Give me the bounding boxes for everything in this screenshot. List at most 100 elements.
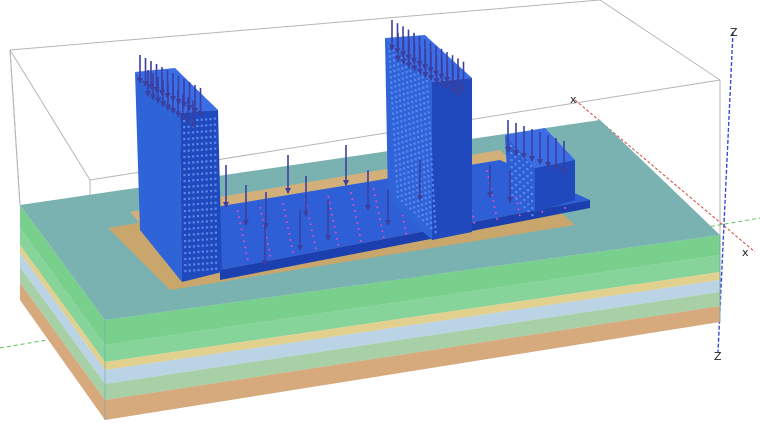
window [187, 173, 190, 176]
load-arrow-head [365, 205, 371, 211]
window [418, 151, 421, 154]
window [394, 90, 397, 93]
window [408, 191, 411, 195]
window [519, 202, 522, 205]
window [410, 159, 413, 162]
window [412, 126, 415, 130]
window [214, 249, 218, 252]
window [514, 170, 517, 173]
window [400, 189, 403, 192]
window [530, 172, 533, 175]
window [424, 123, 427, 126]
window [397, 147, 401, 150]
window [431, 184, 434, 187]
window [214, 195, 217, 198]
window [394, 95, 398, 98]
window [395, 111, 398, 114]
window [196, 148, 199, 152]
window [183, 162, 186, 165]
window [418, 98, 422, 101]
window [410, 164, 413, 167]
window [397, 132, 400, 135]
window [408, 117, 411, 120]
load-arrow-head [417, 68, 423, 75]
window [394, 149, 397, 152]
window [397, 63, 400, 66]
load-arrow-head [395, 56, 401, 62]
window [424, 197, 427, 200]
window [418, 82, 421, 85]
window [214, 153, 217, 156]
window [390, 91, 393, 94]
window [432, 194, 435, 197]
window [201, 262, 204, 265]
window [397, 68, 400, 71]
window [420, 129, 423, 132]
window [402, 93, 405, 96]
window [205, 166, 208, 169]
slab-point [265, 236, 268, 239]
slab-point [269, 254, 272, 257]
window [518, 174, 521, 177]
window [415, 168, 418, 171]
window [410, 90, 413, 93]
slab-point [518, 214, 521, 217]
window [393, 69, 396, 72]
window [388, 60, 392, 63]
slab-point [380, 224, 383, 227]
window [183, 216, 186, 219]
window [402, 87, 405, 91]
window [196, 125, 199, 128]
window [205, 118, 208, 121]
window [201, 250, 204, 253]
window [394, 159, 397, 162]
slab-point [259, 206, 262, 209]
window [407, 171, 410, 174]
window [183, 156, 186, 159]
window [399, 173, 402, 176]
window [397, 142, 400, 145]
window [526, 189, 529, 192]
slab-point [336, 237, 339, 240]
load-arrow-head [165, 104, 171, 111]
window [407, 107, 410, 110]
slab-point [261, 218, 264, 221]
window [421, 150, 425, 153]
window [433, 215, 436, 218]
window [417, 146, 420, 149]
window [417, 72, 420, 75]
window [399, 168, 402, 171]
load-arrow-head [561, 168, 567, 174]
window [206, 268, 209, 271]
window [192, 251, 196, 254]
window [205, 172, 208, 175]
window [417, 215, 420, 218]
slab-point [564, 207, 566, 209]
window [187, 161, 190, 164]
window [420, 188, 423, 191]
window [201, 238, 204, 241]
window [409, 149, 413, 152]
window [201, 214, 204, 217]
window [200, 154, 204, 157]
window [187, 137, 190, 140]
window [183, 180, 186, 183]
window [409, 138, 412, 141]
window [196, 136, 199, 140]
load-arrows [137, 20, 567, 266]
slab-point [333, 225, 336, 228]
window [200, 160, 204, 163]
window [191, 131, 195, 134]
window [210, 267, 213, 271]
window [413, 211, 416, 214]
window [412, 190, 415, 193]
load-arrow-head [422, 72, 429, 78]
window [389, 65, 392, 68]
window [403, 103, 406, 106]
window [422, 160, 425, 163]
window [187, 155, 190, 158]
window [205, 130, 208, 133]
window [201, 232, 204, 235]
